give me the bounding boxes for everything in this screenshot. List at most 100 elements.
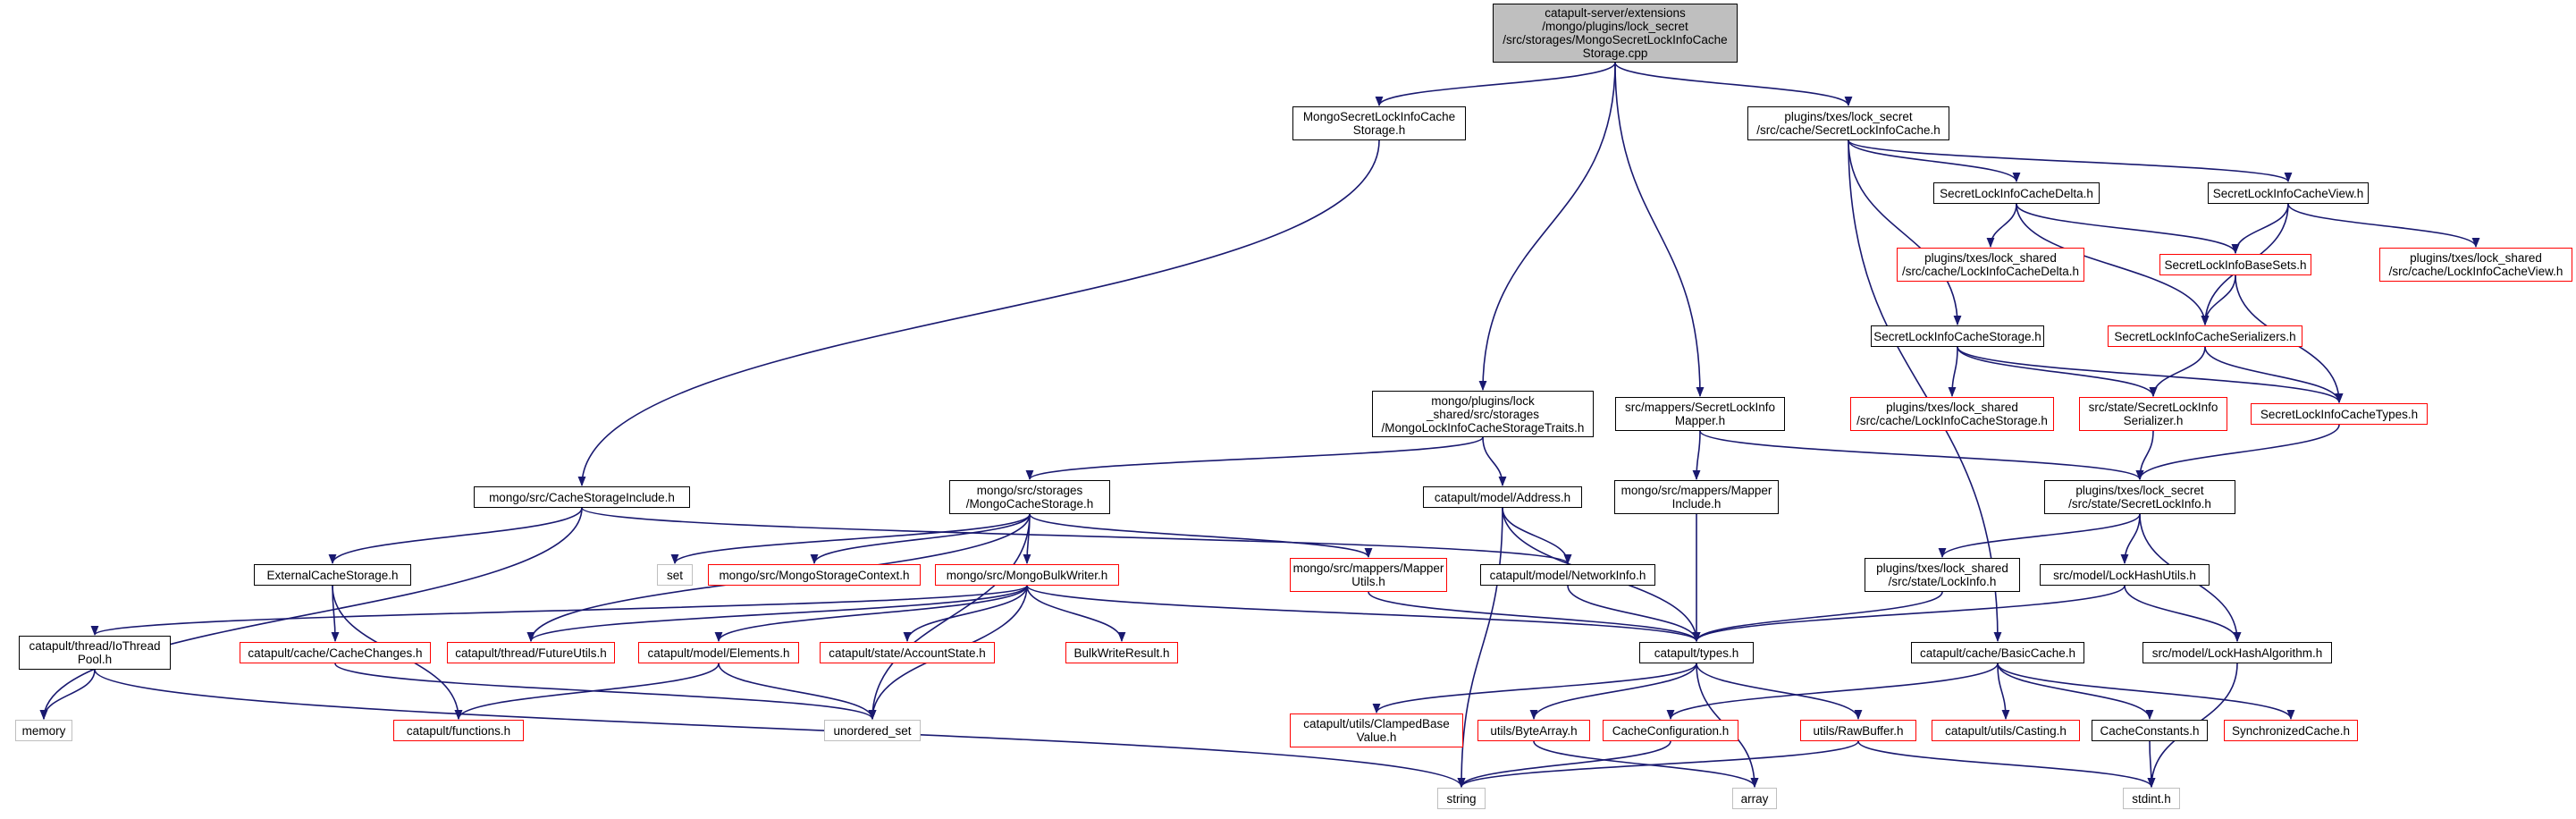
node-label-line: /src/cache/LockInfoCacheStorage.h <box>1856 414 2048 427</box>
node-mongo-storage-context-h[interactable]: mongo/src/MongoStorageContext.h <box>708 564 921 586</box>
edge-cache_types_h-to-secret_lock_info_h <box>2135 424 2340 481</box>
node-label-line: catapult/utils/ClampedBase <box>1303 717 1450 730</box>
node-mongo-bulk-writer-h[interactable]: mongo/src/MongoBulkWriter.h <box>935 564 1119 586</box>
edge-secret_lock_info_cache_h-to-cache_view_h <box>1848 139 2293 183</box>
edge-secret_lock_info_cache_h-to-cache_storage_h <box>1848 139 1962 326</box>
node-basic-cache-h[interactable]: catapult/cache/BasicCache.h <box>1911 642 2084 663</box>
node-cache-constants-h[interactable]: CacheConstants.h <box>2092 720 2208 741</box>
node-byte-array-h[interactable]: utils/ByteArray.h <box>1477 720 1590 741</box>
edge-mongo_secret_storage_h-to-cache_storage_include_h <box>577 139 1380 487</box>
node-synchronized-cache-h[interactable]: SynchronizedCache.h <box>2224 720 2358 741</box>
edge-mongo_cache_storage_h-to-mapper_utils_h <box>1029 513 1373 559</box>
node-secret-lock-info-h[interactable]: plugins/txes/lock_secret /src/state/Secr… <box>2044 480 2235 514</box>
node-label-line: SecretLockInfoCacheTypes.h <box>2260 407 2419 421</box>
edge-basic_cache_h-to-casting_h <box>1997 663 2010 721</box>
node-lock-info-cache-delta-h[interactable]: plugins/txes/lock_shared /src/cache/Lock… <box>1897 248 2084 282</box>
node-label-line: _shared/src/storages <box>1426 407 1540 421</box>
node-raw-buffer-h[interactable]: utils/RawBuffer.h <box>1800 720 1916 741</box>
node-io-thread-pool-h[interactable]: catapult/thread/IoThread Pool.h <box>19 636 171 670</box>
node-label-line: mongo/src/MongoBulkWriter.h <box>946 568 1108 582</box>
node-label-line: catapult/cache/BasicCache.h <box>1919 646 2076 660</box>
node-secret-lock-info-mapper-h[interactable]: src/mappers/SecretLockInfo Mapper.h <box>1615 397 1785 431</box>
edge-mongo_bulk_writer_h-to-future_utils_h <box>526 585 1028 643</box>
edge-network_info_h-to-types_h <box>1567 585 1701 643</box>
edge-io_thread_pool_h-to-string <box>94 669 1466 789</box>
node-lock-info-h[interactable]: plugins/txes/lock_shared /src/state/Lock… <box>1865 558 2020 592</box>
node-label-line: /src/cache/LockInfoCacheView.h <box>2388 265 2563 278</box>
node-label-line: SecretLockInfoBaseSets.h <box>2164 258 2307 272</box>
node-casting-h[interactable]: catapult/utils/Casting.h <box>1932 720 2080 741</box>
edge-secret_lock_info_cache_h-to-basic_cache_h <box>1848 139 2002 643</box>
edge-byte_array_h-to-array <box>1533 740 1759 789</box>
edge-mongo_cache_storage_h-to-mongo_storage_context_h <box>810 513 1031 565</box>
node-clamped-base-value-h[interactable]: catapult/utils/ClampedBase Value.h <box>1290 713 1463 747</box>
node-unordered-set[interactable]: unordered_set <box>824 720 921 741</box>
node-cache-changes-h[interactable]: catapult/cache/CacheChanges.h <box>240 642 431 663</box>
node-label-line: ExternalCacheStorage.h <box>266 568 399 582</box>
node-future-utils-h[interactable]: catapult/thread/FutureUtils.h <box>447 642 615 663</box>
node-secret-lock-info-cache-types-h[interactable]: SecretLockInfoCacheTypes.h <box>2251 403 2428 425</box>
node-address-h[interactable]: catapult/model/Address.h <box>1423 486 1582 508</box>
node-mongo-secret-lock-info-cache-storage-h[interactable]: MongoSecretLockInfoCache Storage.h <box>1292 106 1466 140</box>
node-lock-hash-algorithm-h[interactable]: src/model/LockHashAlgorithm.h <box>2142 642 2332 663</box>
edge-basic_cache_h-to-cache_configuration_h <box>1666 663 1999 721</box>
node-network-info-h[interactable]: catapult/model/NetworkInfo.h <box>1480 564 1655 586</box>
edge-lock_hash_utils_h-to-lock_hash_algorithm_h <box>2124 585 2242 643</box>
node-label-line: catapult/model/Elements.h <box>647 646 790 660</box>
node-stdint-h[interactable]: stdint.h <box>2123 788 2180 809</box>
node-label-line: catapult/model/NetworkInfo.h <box>1489 568 1646 582</box>
node-label-line: catapult/state/AccountState.h <box>829 646 986 660</box>
node-secret-lock-info-cache-serializers-h[interactable]: SecretLockInfoCacheSerializers.h <box>2108 325 2302 347</box>
node-label-line: plugins/txes/lock_shared <box>1924 251 2057 265</box>
node-label-line: mongo/src/storages <box>976 484 1083 497</box>
node-label-line: catapult/types.h <box>1654 646 1739 660</box>
node-cache-configuration-h[interactable]: CacheConfiguration.h <box>1603 720 1738 741</box>
node-root-mongo-secret-lock-info-cache-storage-cpp[interactable]: catapult-server/extensions /mongo/plugin… <box>1493 4 1738 63</box>
node-secret-lock-info-cache-delta-h[interactable]: SecretLockInfoCacheDelta.h <box>1933 182 2100 204</box>
node-mongo-cache-storage-h[interactable]: mongo/src/storages /MongoCacheStorage.h <box>949 480 1110 514</box>
node-set[interactable]: set <box>657 564 693 586</box>
node-secret-lock-info-cache-storage-h[interactable]: SecretLockInfoCacheStorage.h <box>1871 325 2044 347</box>
node-memory[interactable]: memory <box>15 720 72 741</box>
node-label-line: plugins/txes/lock_shared <box>1876 561 2008 575</box>
edge-types_h-to-clamped_base_value_h <box>1372 663 1697 714</box>
node-string[interactable]: string <box>1437 788 1486 809</box>
node-label-line: unordered_set <box>833 723 912 738</box>
node-secret-lock-info-cache-view-h[interactable]: SecretLockInfoCacheView.h <box>2208 182 2369 204</box>
edge-basic_cache_h-to-synchronized_cache_h <box>1997 663 2295 721</box>
node-lock-info-cache-storage-h[interactable]: plugins/txes/lock_shared /src/cache/Lock… <box>1850 397 2054 431</box>
node-label-line: Value.h <box>1356 730 1397 744</box>
node-mapper-utils-h[interactable]: mongo/src/mappers/Mapper Utils.h <box>1290 558 1447 592</box>
node-lock-info-cache-view-h[interactable]: plugins/txes/lock_shared /src/cache/Lock… <box>2379 248 2572 282</box>
edge-cache_serializers_h-to-cache_types_h <box>2204 346 2344 404</box>
node-lock-hash-utils-h[interactable]: src/model/LockHashUtils.h <box>2040 564 2210 586</box>
node-mongo-lock-info-cache-storage-traits-h[interactable]: mongo/plugins/lock _shared/src/storages … <box>1372 391 1594 437</box>
node-functions-h[interactable]: catapult/functions.h <box>393 720 524 741</box>
edge-cache_configuration_h-to-string <box>1457 740 1671 789</box>
node-label-line: Storage.h <box>1352 123 1406 137</box>
node-array[interactable]: array <box>1732 788 1777 809</box>
edge-cache_view_h-to-lock_shared_view_h <box>2287 203 2480 249</box>
edge-cache_delta_h-to-cache_serializers_h <box>2016 203 2210 326</box>
node-secret-lock-info-cache-h[interactable]: plugins/txes/lock_secret /src/cache/Secr… <box>1747 106 1949 140</box>
node-label-line: plugins/txes/lock_shared <box>1886 401 2018 414</box>
node-label-line: catapult/utils/Casting.h <box>1945 723 2067 738</box>
node-mapper-include-h[interactable]: mongo/src/mappers/Mapper Include.h <box>1614 480 1779 514</box>
node-elements-h[interactable]: catapult/model/Elements.h <box>638 642 799 663</box>
edge-raw_buffer_h-to-stdint_h <box>1857 740 2156 789</box>
node-secret-lock-info-base-sets-h[interactable]: SecretLockInfoBaseSets.h <box>2159 254 2311 275</box>
edge-cache_storage_h-to-cache_types_h <box>1957 346 2344 404</box>
edge-mongo_bulk_writer_h-to-bulk_write_result_h <box>1026 585 1126 643</box>
edge-cache_storage_h-to-lock_shared_storage_h <box>1948 346 1958 398</box>
edge-mapper_h-to-mapper_include_h <box>1692 430 1701 481</box>
node-bulk-write-result-h[interactable]: BulkWriteResult.h <box>1065 642 1178 663</box>
edge-cache_constants_h-to-stdint_h <box>2147 740 2156 789</box>
edge-mongo_bulk_writer_h-to-account_state_h <box>903 585 1028 643</box>
node-cache-storage-include-h[interactable]: mongo/src/CacheStorageInclude.h <box>474 486 690 508</box>
node-external-cache-storage-h[interactable]: ExternalCacheStorage.h <box>254 564 411 586</box>
node-account-state-h[interactable]: catapult/state/AccountState.h <box>820 642 995 663</box>
node-label-line: SynchronizedCache.h <box>2231 723 2351 738</box>
node-secret-lock-info-serializer-h[interactable]: src/state/SecretLockInfo Serializer.h <box>2079 397 2227 431</box>
node-types-h[interactable]: catapult/types.h <box>1639 642 1754 663</box>
